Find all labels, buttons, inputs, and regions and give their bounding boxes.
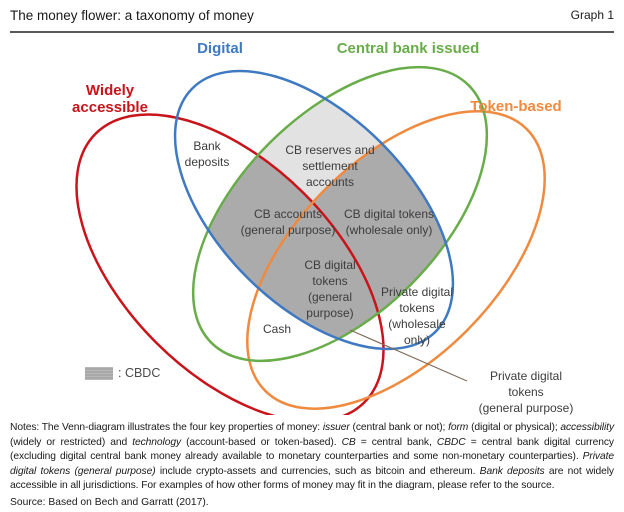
set-label-token-based: Token-based <box>470 98 562 115</box>
venn-ellipses-canvas <box>75 65 546 415</box>
token-based-ellipse <box>246 110 546 410</box>
set-label-central-bank-issued: Central bank issued <box>336 40 480 57</box>
graph-number-label: Graph 1 <box>570 8 614 22</box>
digital-ellipse <box>173 69 455 351</box>
region-label-private-tokens-wholesale: Private digital tokens (wholesale only) <box>380 285 454 347</box>
region-label-cb-reserves: CB reserves and settlement accounts <box>285 143 375 189</box>
region-label-cash: Cash <box>262 322 292 336</box>
header-divider <box>10 31 614 33</box>
region-label-cb-tokens-general: CB digital tokens (general purpose) <box>304 258 356 320</box>
figure-source: Source: Based on Bech and Garratt (2017)… <box>10 497 209 508</box>
region-label-cb-accounts: CB accounts (general purpose) <box>240 207 336 237</box>
page-title: The money flower: a taxonomy of money <box>10 8 254 23</box>
set-label-digital: Digital <box>197 40 243 57</box>
cbdc-legend-label: : CBDC <box>118 366 161 380</box>
widely-accessible-ellipse <box>75 113 385 415</box>
cbdc-legend-swatch <box>85 366 113 380</box>
figure-notes: Notes: The Venn-diagram illustrates the … <box>10 422 614 492</box>
callout-leader-line <box>349 329 468 382</box>
region-label-cb-tokens-wholesale: CB digital tokens (wholesale only) <box>343 207 435 237</box>
region-label-private-tokens-general: Private digital tokens (general purpose) <box>478 369 574 415</box>
central-bank-issued-ellipse <box>191 65 489 363</box>
set-label-widely-accessible: Widely accessible <box>72 82 148 116</box>
venn-diagram: Digital Central bank issued Widely acces… <box>0 35 624 415</box>
cbdc-legend: : CBDC <box>85 366 160 380</box>
region-label-bank-deposits: Bank deposits <box>184 139 230 169</box>
figure-header: The money flower: a taxonomy of money Gr… <box>10 8 614 23</box>
